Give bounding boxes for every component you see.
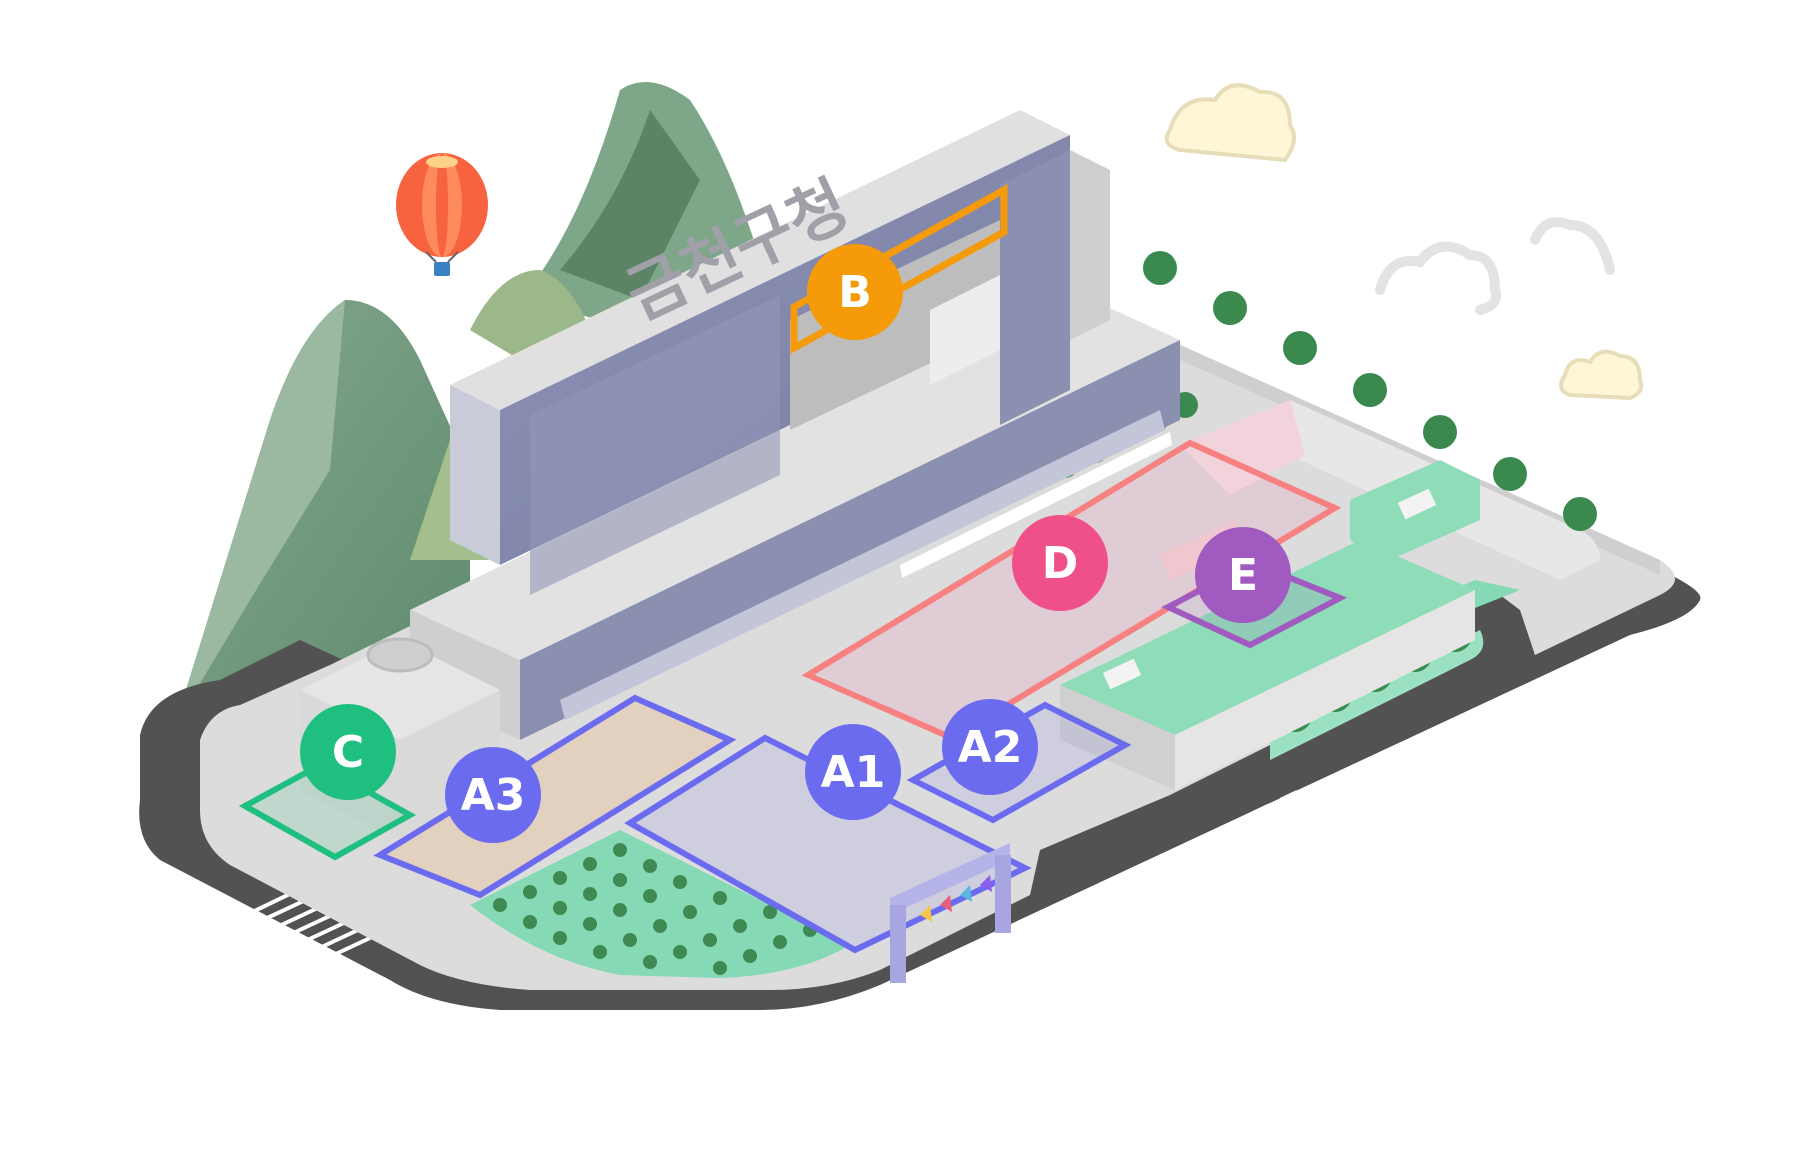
zone-marker-circle [300, 704, 396, 800]
zone-marker-d[interactable]: D [1012, 515, 1108, 611]
zone-marker-circle [942, 699, 1038, 795]
bushes [493, 843, 817, 975]
zone-marker-label: D [1042, 538, 1079, 589]
zone-c-outline[interactable] [238, 761, 417, 861]
zone-marker-a2[interactable]: A2 [942, 699, 1038, 795]
cloud-icon [1559, 349, 1644, 401]
entrance-gate-icon [890, 843, 1011, 983]
zone-marker-a3[interactable]: A3 [445, 747, 541, 843]
crosswalk-icon [239, 888, 371, 968]
zone-marker-c[interactable]: C [300, 704, 396, 800]
cloud-icon [1375, 217, 1615, 315]
zone-marker-a1[interactable]: A1 [805, 724, 901, 820]
zone-marker-circle [1012, 515, 1108, 611]
zone-marker-label: B [838, 267, 872, 318]
zone-marker-label: C [332, 727, 364, 778]
zone-marker-label: A2 [958, 722, 1023, 773]
zone-marker-circle [805, 724, 901, 820]
hot-air-balloon-icon [396, 153, 488, 276]
zone-marker-label: A3 [461, 770, 526, 821]
cloud-icon [1164, 83, 1296, 163]
zone-marker-circle [1195, 527, 1291, 623]
zone-marker-circle [445, 747, 541, 843]
zone-marker-label: A1 [821, 747, 886, 798]
zone-marker-label: E [1228, 550, 1258, 601]
mountains [175, 82, 760, 725]
zone-a3-outline[interactable] [373, 694, 737, 899]
zone-b-outline[interactable] [790, 184, 1008, 354]
zone-marker-b[interactable]: B [807, 244, 903, 340]
zone-marker-circle [807, 244, 903, 340]
zone-marker-e[interactable]: E [1195, 527, 1291, 623]
